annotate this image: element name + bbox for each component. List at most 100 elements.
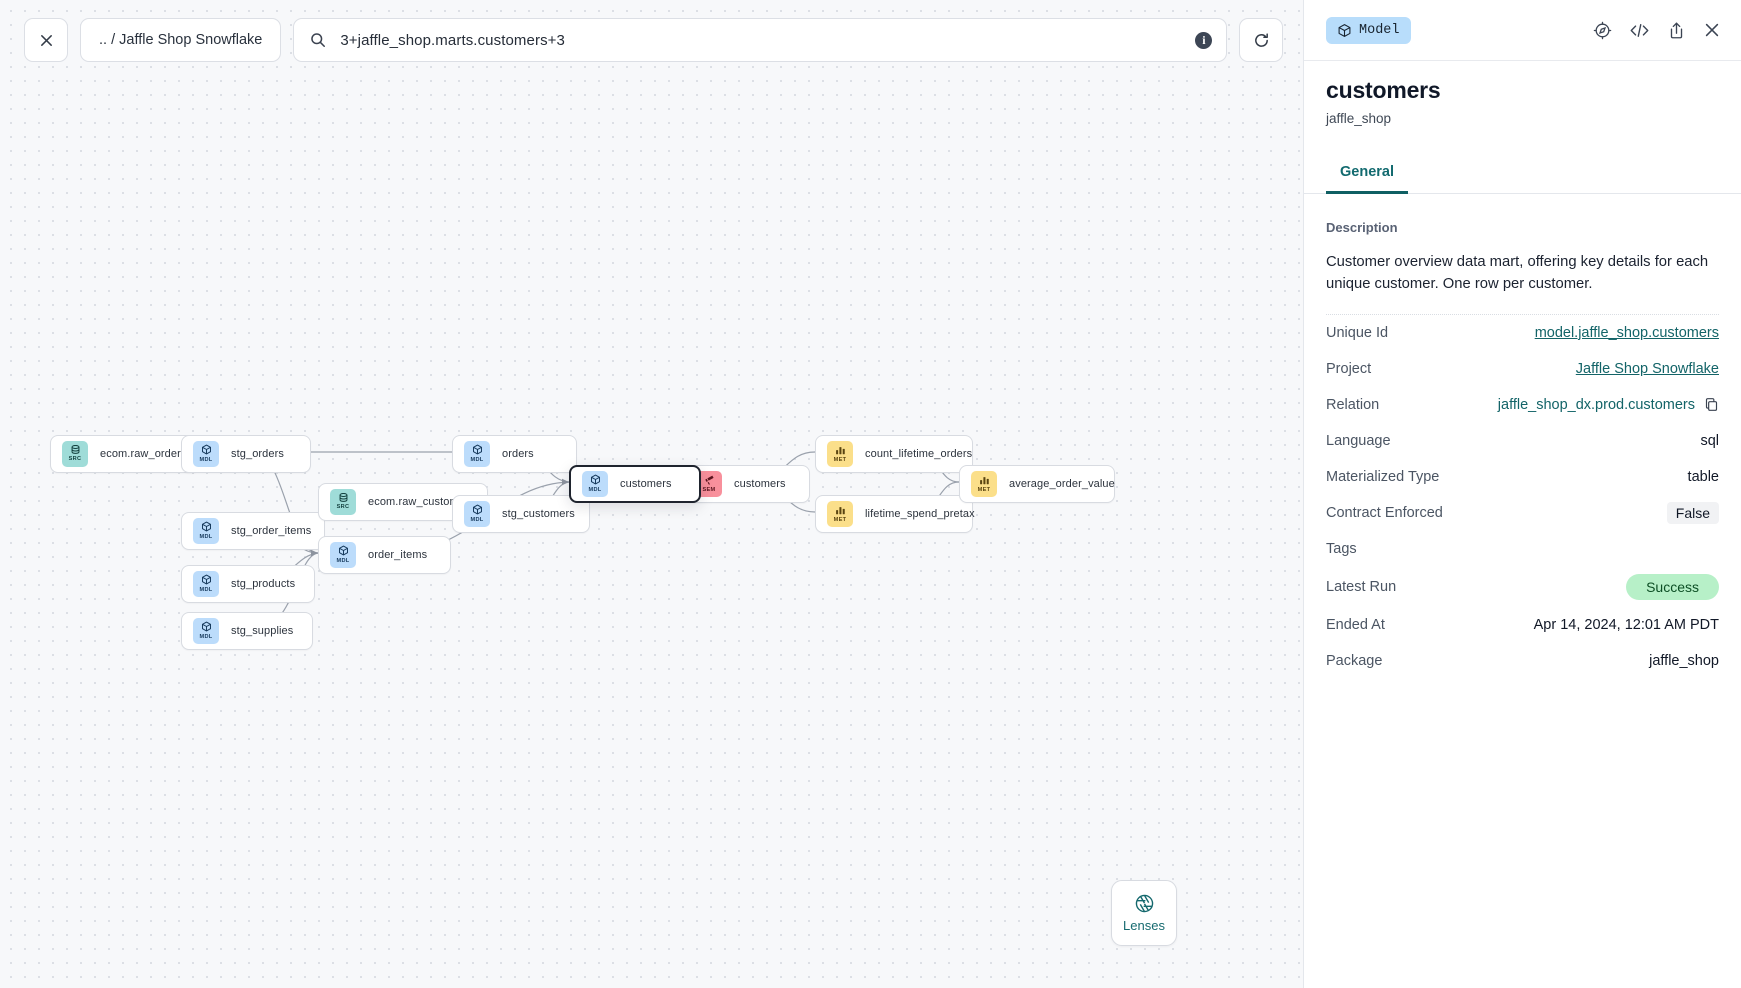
graph-node-stg_products[interactable]: MDL stg_products: [181, 565, 315, 603]
refresh-button[interactable]: [1239, 18, 1284, 62]
search-bar[interactable]: 3+jaffle_shop.marts.customers+3 i: [293, 18, 1228, 62]
panel-header: customers jaffle_shop: [1304, 60, 1741, 126]
mdl-badge-icon: MDL: [464, 501, 490, 527]
graph-node-stg_customers[interactable]: MDL stg_customers: [452, 495, 590, 533]
field-package-key: Package: [1326, 652, 1383, 669]
graph-node-orders[interactable]: MDL orders: [452, 435, 577, 473]
graph-node-order_items[interactable]: MDL order_items: [318, 536, 451, 574]
field-materialized-type-key: Materialized Type: [1326, 468, 1440, 485]
field-package-value: jaffle_shop: [1649, 652, 1719, 669]
breadcrumb[interactable]: .. / Jaffle Shop Snowflake: [80, 18, 282, 62]
lineage-canvas[interactable]: .. / Jaffle Shop Snowflake 3+jaffle_shop…: [0, 0, 1303, 988]
copy-icon[interactable]: [1704, 397, 1719, 412]
field-language: Language sql: [1326, 423, 1719, 459]
field-latest-run: Latest Run Success: [1326, 567, 1719, 607]
field-project-value[interactable]: Jaffle Shop Snowflake: [1575, 360, 1719, 377]
field-materialized-type-value: table: [1687, 468, 1719, 485]
field-project-key: Project: [1326, 360, 1372, 377]
graph-node-customers_model[interactable]: MDL customers: [569, 465, 701, 503]
met-badge-icon: MET: [971, 471, 997, 497]
tab-general[interactable]: General: [1326, 156, 1408, 194]
compass-icon[interactable]: [1593, 21, 1612, 40]
close-panel-icon[interactable]: [1703, 21, 1721, 39]
graph-node-label: customers: [620, 478, 672, 490]
graph-node-label: ecom.raw_orders: [100, 448, 187, 460]
panel-toolbar: Model: [1304, 0, 1741, 60]
graph-node-label: customers: [734, 478, 786, 490]
field-contract-enforced-value: False: [1666, 501, 1719, 524]
graph-node-count_lifetime_orders[interactable]: MET count_lifetime_orders: [815, 435, 973, 473]
graph-node-label: order_items: [368, 549, 428, 561]
field-relation-value[interactable]: jaffle_shop_dx.prod.customers: [1497, 396, 1695, 413]
description-label: Description: [1326, 220, 1398, 235]
graph-node-label: stg_order_items: [231, 525, 312, 537]
mdl-badge-icon: MDL: [193, 618, 219, 644]
field-tags-key: Tags: [1326, 540, 1357, 557]
canvas-toolbar: .. / Jaffle Shop Snowflake 3+jaffle_shop…: [24, 18, 1284, 62]
field-project: Project Jaffle Shop Snowflake: [1326, 351, 1719, 387]
graph-node-label: orders: [502, 448, 534, 460]
src-badge-icon: SRC: [62, 441, 88, 467]
details-panel: Model: [1303, 0, 1741, 988]
share-icon[interactable]: [1667, 21, 1686, 40]
field-unique-id: Unique Id model.jaffle_shop.customers: [1326, 315, 1719, 351]
graph-node-label: stg_supplies: [231, 625, 294, 637]
graph-node-label: stg_orders: [231, 448, 284, 460]
mdl-badge-icon: MDL: [464, 441, 490, 467]
page-title: customers: [1326, 77, 1441, 103]
code-icon[interactable]: [1629, 21, 1650, 40]
field-unique-id-key: Unique Id: [1326, 324, 1389, 341]
close-icon: [40, 34, 52, 46]
field-ended-at: Ended At Apr 14, 2024, 12:01 AM PDT: [1326, 607, 1719, 643]
graph-node-stg_order_items[interactable]: MDL stg_order_items: [181, 512, 325, 550]
field-materialized-type: Materialized Type table: [1326, 459, 1719, 495]
model-type-chip[interactable]: Model: [1326, 16, 1411, 44]
graph-node-ecom_raw_orders[interactable]: SRC ecom.raw_orders: [50, 435, 200, 473]
panel-tabs: General: [1304, 156, 1741, 194]
mdl-badge-icon: MDL: [193, 518, 219, 544]
graph-node-label: average_order_value: [1009, 478, 1115, 490]
field-package: Package jaffle_shop: [1326, 643, 1719, 679]
field-language-value: sql: [1700, 432, 1719, 449]
mdl-badge-icon: MDL: [193, 571, 219, 597]
graph-node-label: stg_customers: [502, 508, 575, 520]
graph-node-label: stg_products: [231, 578, 296, 590]
graph-node-label: lifetime_spend_pretax: [865, 508, 975, 520]
lenses-label: Lenses: [1123, 918, 1165, 933]
status-badge: Success: [1626, 573, 1719, 600]
field-relation: Relation jaffle_shop_dx.prod.customers: [1326, 387, 1719, 423]
mdl-badge-icon: MDL: [193, 441, 219, 467]
description-text: Customer overview data mart, offering ke…: [1326, 251, 1719, 315]
search-icon: [310, 32, 326, 48]
field-latest-run-key: Latest Run: [1326, 578, 1397, 595]
graph-node-label: count_lifetime_orders: [865, 448, 973, 460]
close-graph-button[interactable]: [24, 18, 68, 62]
refresh-icon: [1254, 32, 1268, 47]
breadcrumb-label: .. / Jaffle Shop Snowflake: [99, 32, 263, 48]
model-type-label: Model: [1359, 22, 1400, 38]
met-badge-icon: MET: [827, 441, 853, 467]
field-contract-enforced-key: Contract Enforced: [1326, 504, 1443, 521]
search-input[interactable]: 3+jaffle_shop.marts.customers+3: [340, 31, 565, 49]
field-language-key: Language: [1326, 432, 1391, 449]
page-subtitle: jaffle_shop: [1326, 111, 1392, 126]
mdl-badge-icon: MDL: [330, 542, 356, 568]
panel-body: Description Customer overview data mart,…: [1304, 194, 1741, 988]
field-unique-id-value[interactable]: model.jaffle_shop.customers: [1534, 324, 1719, 341]
graph-node-stg_orders[interactable]: MDL stg_orders: [181, 435, 311, 473]
mdl-badge-icon: MDL: [582, 471, 608, 497]
field-relation-key: Relation: [1326, 396, 1380, 413]
lenses-button[interactable]: Lenses: [1111, 880, 1177, 946]
info-icon[interactable]: i: [1195, 31, 1213, 49]
graph-node-average_order_value[interactable]: MET average_order_value: [959, 465, 1115, 503]
met-badge-icon: MET: [827, 501, 853, 527]
graph-node-stg_supplies[interactable]: MDL stg_supplies: [181, 612, 313, 650]
src-badge-icon: SRC: [330, 489, 356, 515]
field-relation-value-wrap: jaffle_shop_dx.prod.customers: [1498, 397, 1719, 413]
graph-node-lifetime_spend_pretax[interactable]: MET lifetime_spend_pretax: [815, 495, 975, 533]
panel-action-icons: [1593, 21, 1721, 40]
cube-icon: [1338, 23, 1351, 37]
